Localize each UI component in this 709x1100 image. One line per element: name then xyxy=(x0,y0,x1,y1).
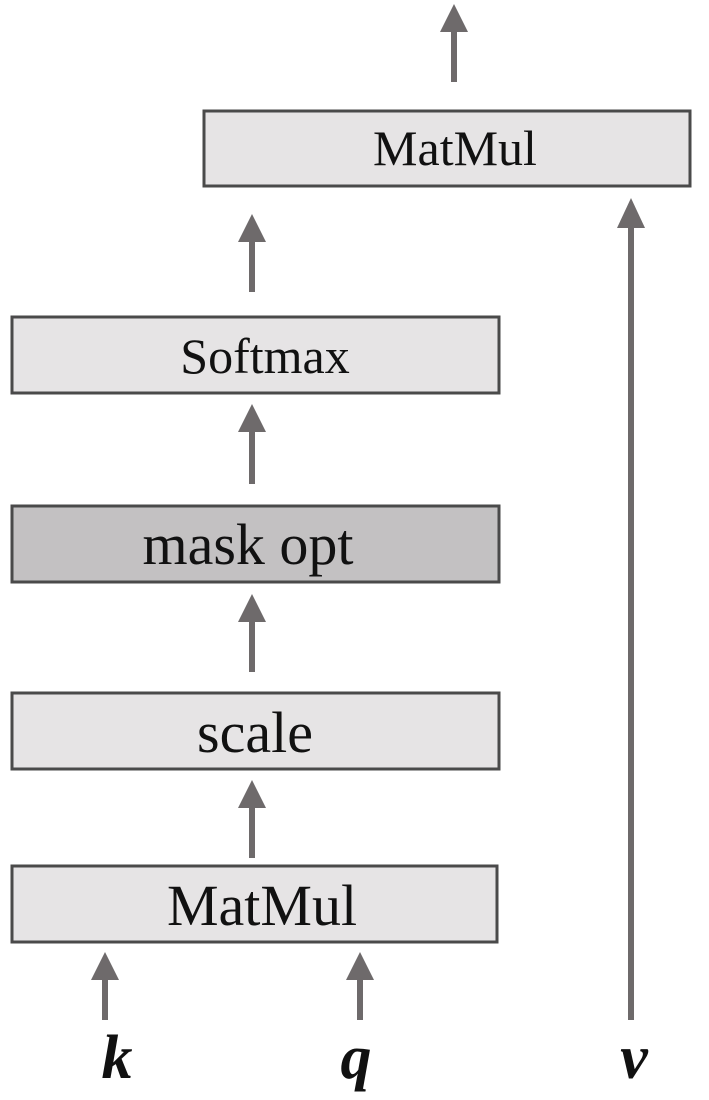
input-label-k: k xyxy=(102,1024,133,1092)
block-matmul-bottom-label: MatMul xyxy=(167,873,357,938)
arrow-k-head xyxy=(91,952,119,980)
arrow-softmax-to-matmul-head xyxy=(238,214,266,242)
arrow-scale-to-mask-head xyxy=(238,594,266,622)
block-matmul-top-label: MatMul xyxy=(373,120,537,176)
input-label-q: q xyxy=(341,1024,372,1092)
block-matmul-top: MatMul xyxy=(202,109,692,188)
block-scale: scale xyxy=(10,691,501,771)
block-mask-opt-label: mask opt xyxy=(142,512,353,577)
block-softmax-label: Softmax xyxy=(180,328,349,384)
block-scale-label: scale xyxy=(197,700,313,765)
arrow-mask-to-softmax-head xyxy=(238,404,266,432)
arrow-v-head xyxy=(617,198,645,228)
arrow-q-head xyxy=(346,952,374,980)
output-arrow-head xyxy=(440,4,468,32)
arrows xyxy=(91,4,645,1020)
input-label-v: v xyxy=(620,1024,649,1092)
block-mask-opt: mask opt xyxy=(10,504,501,584)
arrow-matmul-to-scale-head xyxy=(238,780,266,808)
block-softmax: Softmax xyxy=(10,315,501,395)
block-matmul-bottom: MatMul xyxy=(10,864,499,944)
